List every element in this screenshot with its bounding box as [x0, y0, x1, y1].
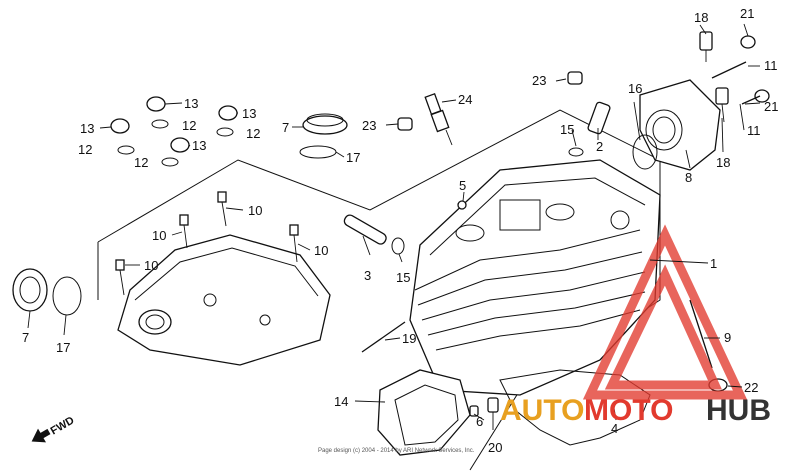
studs-nuts-top-right[interactable]	[699, 31, 770, 123]
callout-24: 24	[458, 92, 472, 107]
callout-11b: 11	[747, 123, 761, 138]
fwd-label: FWD	[49, 414, 77, 437]
head-cover[interactable]	[117, 234, 331, 366]
callout-10c: 10	[314, 243, 328, 258]
callout-10a: 10	[248, 203, 262, 218]
callout-3: 3	[364, 268, 371, 283]
callout-16: 16	[628, 81, 642, 96]
callout-4: 4	[611, 421, 618, 436]
callout-21-top: 21	[740, 6, 754, 21]
callout-20: 20	[488, 440, 502, 455]
callout-15-middle: 15	[396, 270, 410, 285]
callout-5: 5	[459, 178, 466, 193]
stud-9[interactable]	[689, 299, 713, 369]
cap-23-top[interactable]	[567, 71, 583, 85]
callout-13b: 13	[80, 121, 94, 136]
forward-direction-marker: FWD	[31, 414, 77, 443]
stud-19[interactable]	[361, 321, 406, 353]
callout-18-top: 18	[694, 10, 708, 25]
o-ring-top[interactable]	[299, 145, 337, 159]
cylinder-head[interactable]	[409, 159, 661, 396]
callout-13d: 13	[192, 138, 206, 153]
callout-labels: 1 2 3 4 5 6 7 7 8 9 10 10 10 10 11 11 12…	[22, 6, 778, 455]
bolt-5[interactable]	[457, 200, 467, 210]
o-ring-15-middle[interactable]	[391, 237, 405, 255]
callout-12b: 12	[134, 155, 148, 170]
bolt-6[interactable]	[469, 405, 479, 417]
callout-7-left: 7	[22, 330, 29, 345]
spark-plug[interactable]	[424, 92, 453, 146]
o-ring-16[interactable]	[632, 134, 658, 170]
cap-23-middle[interactable]	[397, 117, 413, 131]
callout-9: 9	[724, 330, 731, 345]
leader-lines	[27, 23, 761, 430]
callout-22: 22	[744, 380, 758, 395]
valve-guide[interactable]	[568, 101, 611, 157]
callout-17-top: 17	[346, 150, 360, 165]
callout-21-bottom: 21	[764, 99, 778, 114]
rocker-shaft[interactable]	[343, 213, 388, 246]
tappet-cap-top[interactable]	[302, 113, 348, 135]
cap-nut-cluster[interactable]	[110, 96, 238, 167]
callout-12c: 12	[182, 118, 196, 133]
copyright-text: Page design (c) 2004 - 2014 by ARI Netwo…	[318, 448, 475, 454]
dowel-20[interactable]	[487, 397, 499, 413]
callout-10d: 10	[144, 258, 158, 273]
callout-17-left: 17	[56, 340, 70, 355]
intake-pipe[interactable]	[639, 79, 721, 171]
watermark-hub: HUB	[706, 394, 771, 427]
side-cover[interactable]	[377, 369, 471, 456]
callout-2: 2	[596, 139, 603, 154]
callout-14: 14	[334, 394, 348, 409]
callout-23-middle: 23	[362, 118, 376, 133]
watermark-auto: AUTO	[500, 394, 584, 427]
callout-10b: 10	[152, 228, 166, 243]
callout-13c: 13	[242, 106, 256, 121]
watermark-moto: MOTO	[584, 394, 673, 427]
o-ring-left[interactable]	[52, 276, 82, 316]
callout-13a: 13	[184, 96, 198, 111]
tappet-cap-left[interactable]	[12, 268, 48, 312]
callout-12d: 12	[246, 126, 260, 141]
watermark-logo	[582, 224, 748, 400]
callout-1: 1	[710, 256, 717, 271]
callout-7-top: 7	[282, 120, 289, 135]
callout-12a: 12	[78, 142, 92, 157]
callout-19: 19	[402, 331, 416, 346]
callout-8: 8	[685, 170, 692, 185]
gasket[interactable]	[499, 369, 651, 446]
callout-23-top: 23	[532, 73, 546, 88]
cover-bolts[interactable]	[115, 191, 299, 296]
watermark-text: AUTO MOTO HUB	[500, 394, 771, 427]
callout-18-bottom: 18	[716, 155, 730, 170]
callout-6: 6	[476, 414, 483, 429]
callout-15-top: 15	[560, 122, 574, 137]
callout-11a: 11	[764, 58, 778, 73]
